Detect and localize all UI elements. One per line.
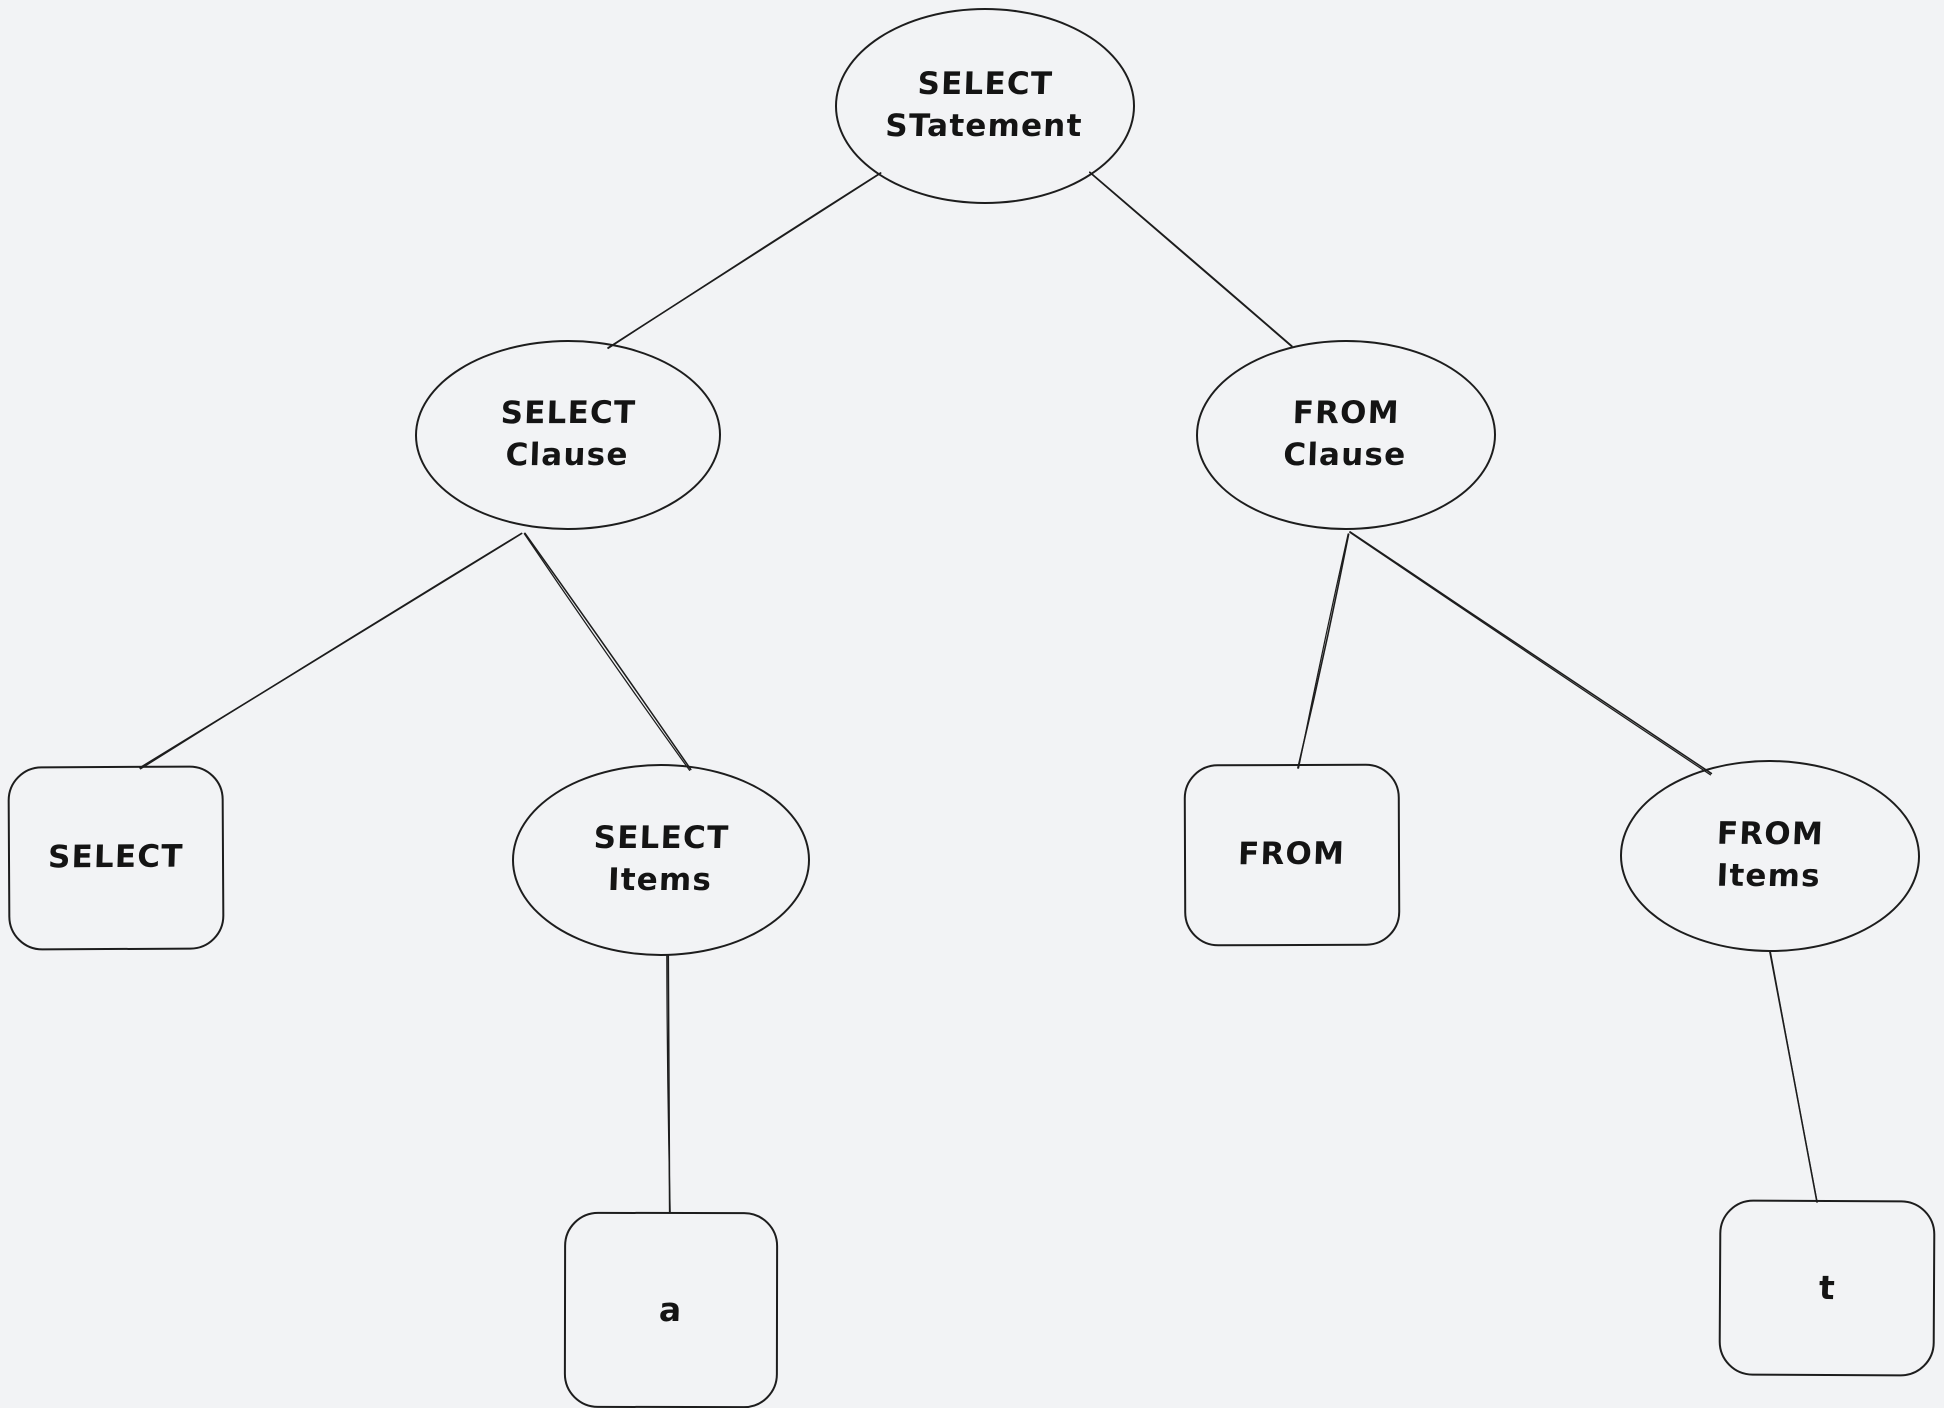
edge-si-a	[666, 955, 671, 1213]
edge-sc-select-items	[523, 532, 692, 771]
node-label-select_terminal: SELECT	[47, 838, 185, 876]
edge-root-from-clause	[1088, 171, 1293, 348]
node-label-select_statement: SELECT STatement	[885, 66, 1084, 145]
edge-fc-from	[1297, 533, 1350, 769]
node-label-from_items: FROM Items	[1716, 816, 1826, 895]
node-select_terminal[interactable]: SELECT	[7, 765, 225, 951]
node-label-from_terminal: FROM	[1237, 836, 1347, 873]
edge-sc-select	[139, 532, 523, 770]
node-label-from_clause: FROM Clause	[1283, 395, 1408, 474]
node-label-select_clause: SELECT Clause	[500, 395, 638, 474]
node-select_items[interactable]: SELECT Items	[511, 763, 811, 957]
node-a_terminal[interactable]: a	[563, 1211, 779, 1408]
node-from_items[interactable]: FROM Items	[1619, 759, 1921, 953]
node-label-t_terminal: t	[1817, 1267, 1837, 1307]
node-label-select_items: SELECT Items	[593, 820, 731, 899]
edge-fi-t	[1769, 951, 1818, 1203]
node-from_clause[interactable]: FROM Clause	[1195, 339, 1497, 531]
node-select_clause[interactable]: SELECT Clause	[414, 339, 722, 531]
node-select_statement[interactable]: SELECT STatement	[834, 7, 1136, 205]
node-from_terminal[interactable]: FROM	[1183, 763, 1401, 947]
edge-fc-from-items	[1349, 531, 1713, 776]
edge-root-select-clause	[607, 172, 882, 350]
node-label-a_terminal: a	[658, 1289, 684, 1329]
node-t_terminal[interactable]: t	[1718, 1199, 1936, 1377]
